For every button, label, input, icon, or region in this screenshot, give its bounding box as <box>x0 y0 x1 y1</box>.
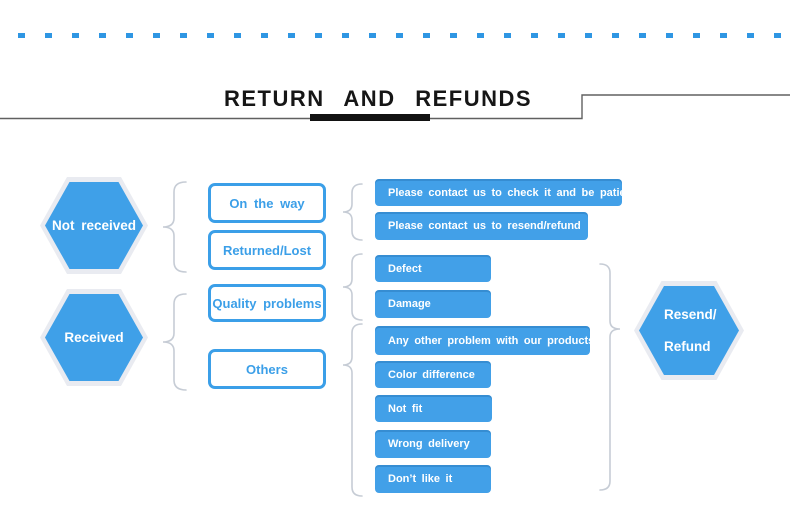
brace-quality-problems <box>342 253 363 321</box>
box-not-fit: Not fit <box>375 395 492 422</box>
brace-not-received <box>162 181 187 273</box>
box-contact-resend-refund: Please contact us to resend/refund <box>375 212 588 240</box>
resend-line: Resend/ <box>664 306 717 322</box>
title-underline <box>310 114 430 121</box>
brace-others <box>342 323 363 497</box>
box-damage: Damage <box>375 290 491 318</box>
header-rule-line <box>0 94 790 120</box>
box-on-the-way: On the way <box>208 183 326 223</box>
dotted-divider <box>18 33 784 38</box>
brace-received <box>162 293 187 391</box>
brace-resend-refund <box>599 263 621 491</box>
box-dont-like-it: Don’t like it <box>375 465 491 493</box>
page-title: RETURN AND REFUNDS <box>223 86 533 111</box>
box-quality-problems: Quality problems <box>208 284 326 322</box>
brace-on-the-way <box>342 183 363 241</box>
refund-line: Refund <box>664 338 711 354</box>
box-defect: Defect <box>375 255 491 282</box>
box-others: Others <box>208 349 326 389</box>
box-returned-lost: Returned/Lost <box>208 230 326 270</box>
hexagon-resend-refund-label: Resend/ Refund <box>639 286 739 375</box>
box-wrong-delivery: Wrong delivery <box>375 430 491 458</box>
box-any-other-problem: Any other problem with our products <box>375 326 594 355</box>
box-contact-check-patient: Please contact us to check it and be pat… <box>375 179 636 206</box>
box-color-difference: Color difference <box>375 361 491 388</box>
